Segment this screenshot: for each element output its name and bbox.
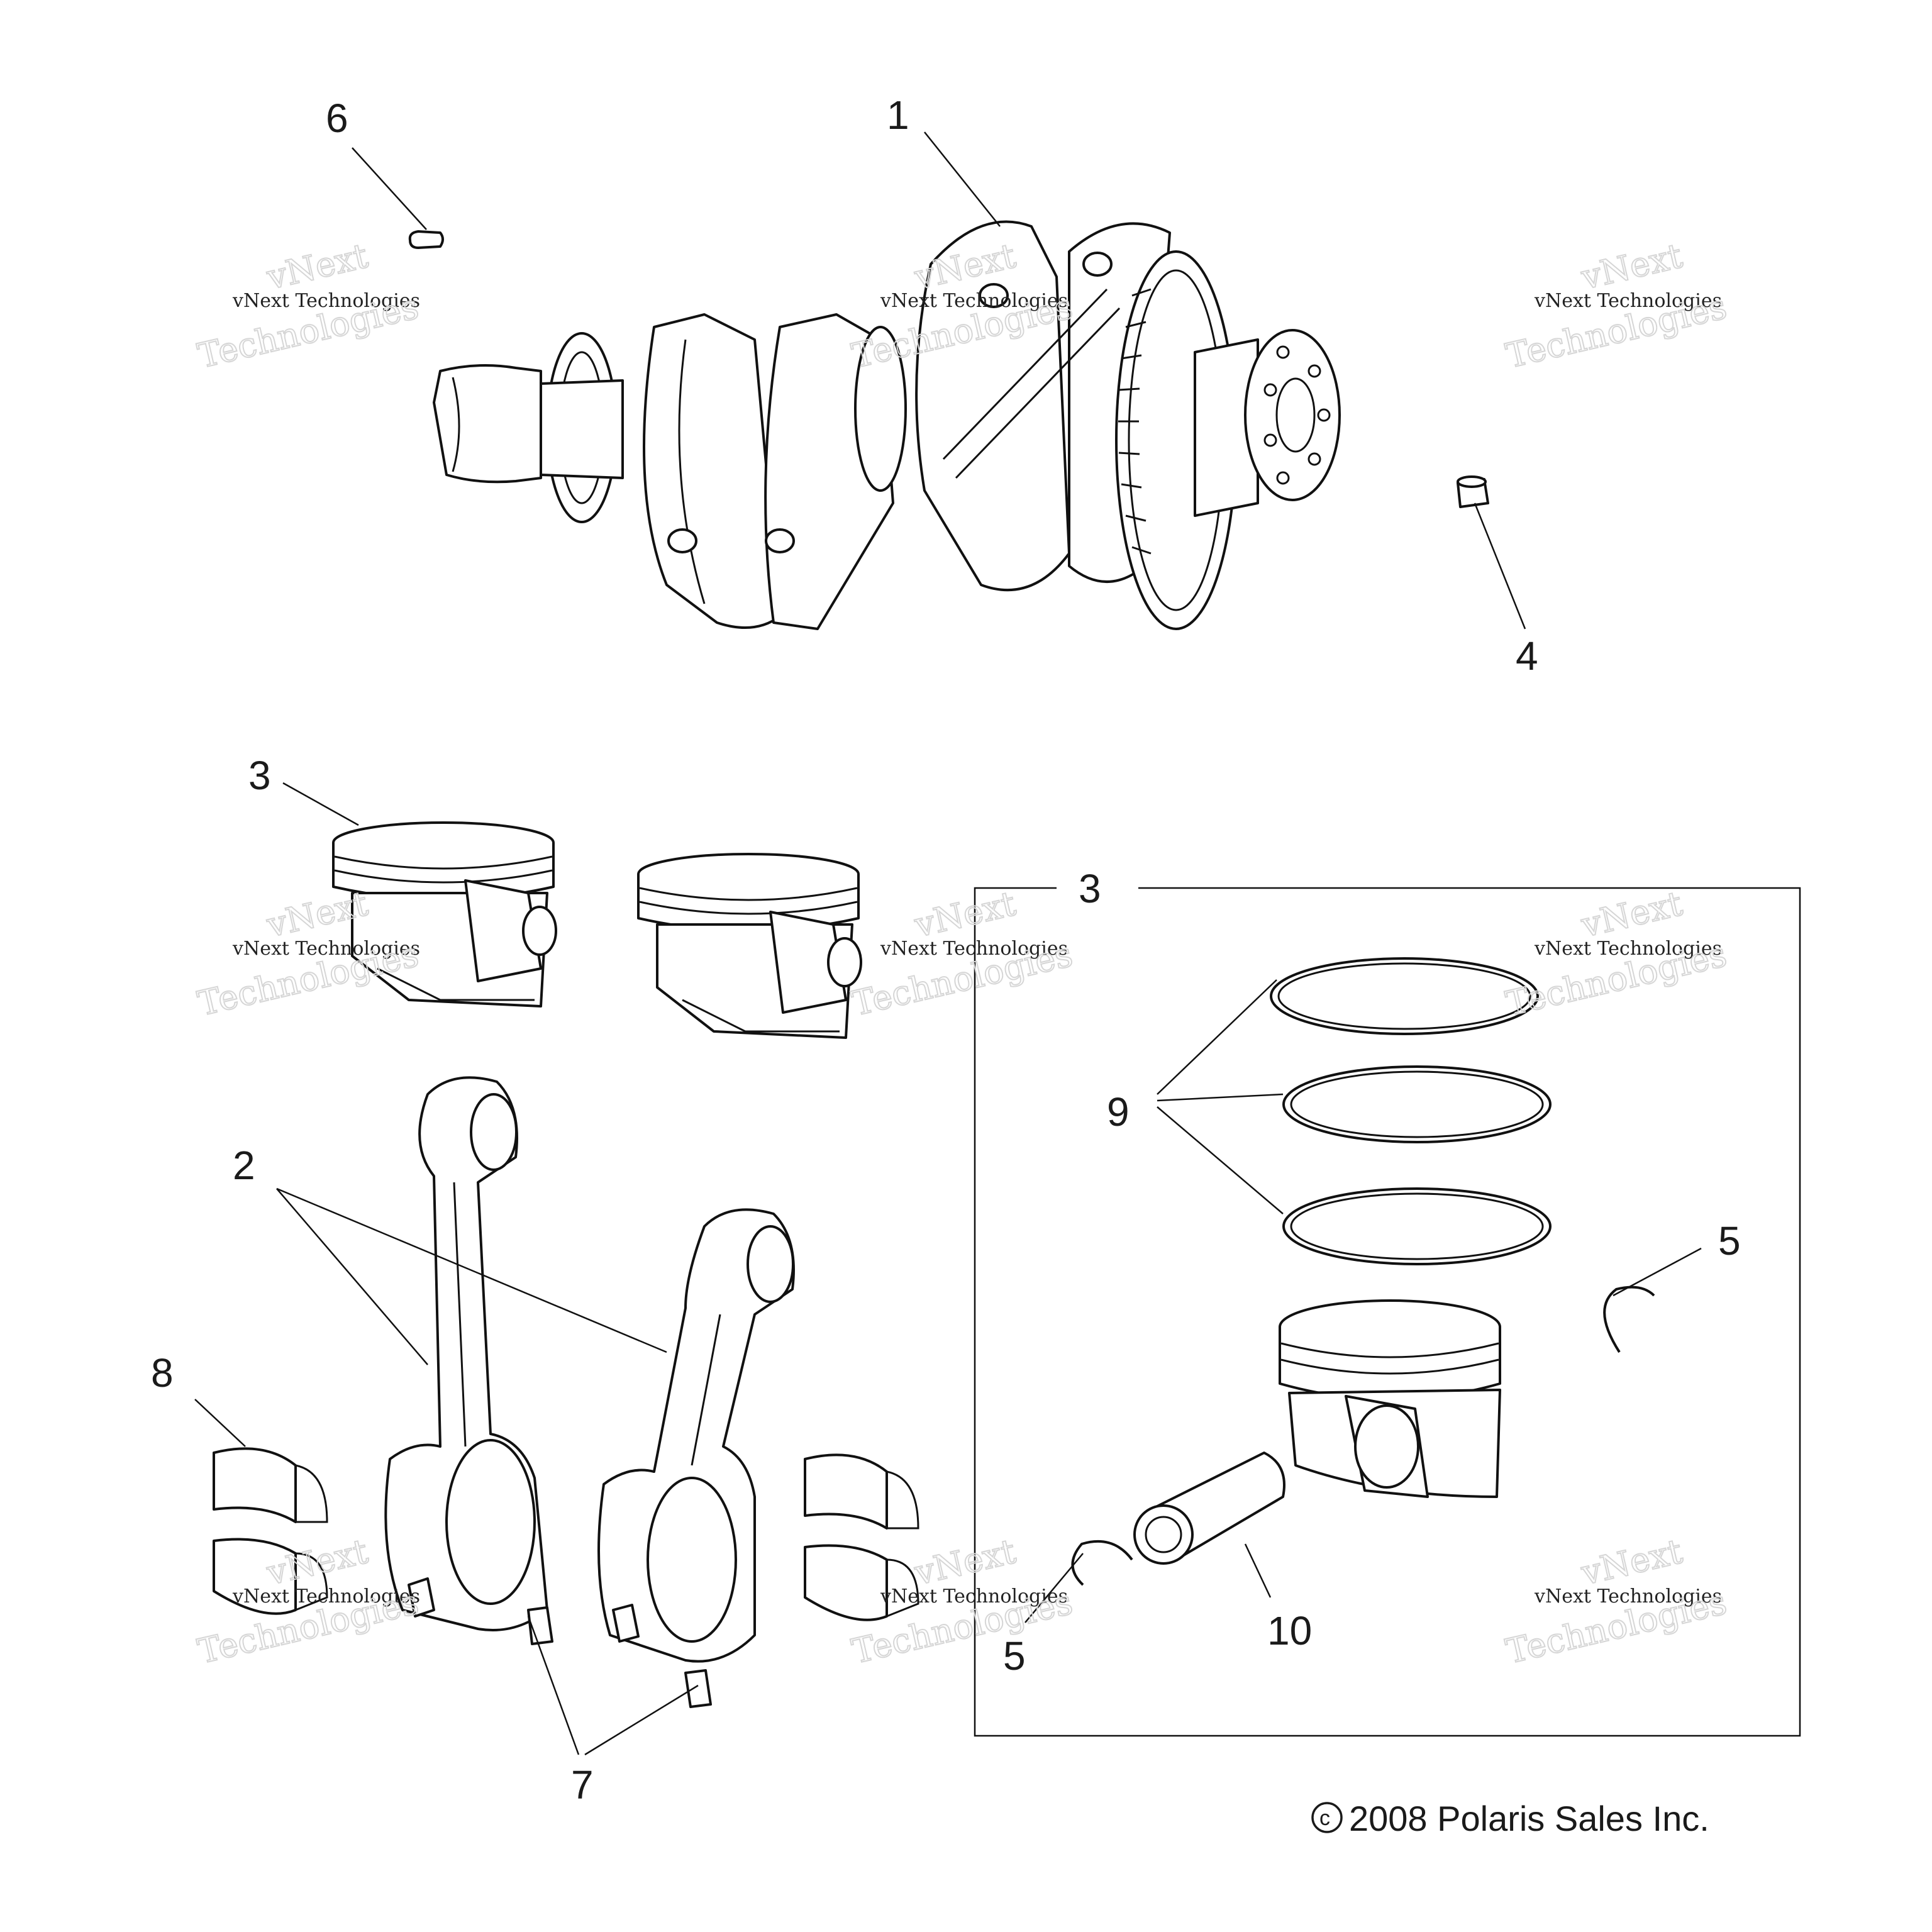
circlip-left [1071,1540,1133,1586]
callout-7: 7 [571,1762,594,1807]
connecting-rod-right [597,1208,795,1708]
callout-4: 4 [1516,633,1538,679]
svg-text:vNext Technologies: vNext Technologies [1534,290,1722,312]
leader-lines [194,131,1702,1756]
piston-left [332,821,557,1008]
callout-10: 10 [1267,1608,1312,1653]
crankshaft [433,220,1341,630]
svg-text:vNext: vNext [1577,884,1686,945]
svg-text:vNext Technologies: vNext Technologies [232,1585,420,1607]
svg-text:vNext Technologies: vNext Technologies [232,290,420,312]
copyright-icon-letter: c [1319,1806,1330,1830]
connecting-rod-left [384,1076,553,1645]
callout-3-left: 3 [248,753,271,798]
watermark-6: vNext vNext Technologies Technologies [1502,883,1731,1024]
copyright-icon [1311,1802,1343,1833]
svg-text:vNext Technologies: vNext Technologies [232,938,420,960]
bearing-left [213,1447,328,1615]
copyright-text: 2008 Polaris Sales Inc. [1349,1799,1709,1838]
watermark-3: vNext vNext Technologies Technologies [1502,235,1731,377]
callout-9: 9 [1107,1089,1130,1135]
callout-6: 6 [326,96,348,141]
svg-text:vNext: vNext [911,1531,1019,1593]
svg-text:vNext: vNext [263,1531,372,1593]
watermark-1: vNext vNext Technologies Technologies [194,235,423,377]
piston-middle [637,853,862,1039]
watermark-8: vNext vNext Technologies Technologies [848,1531,1077,1672]
svg-text:vNext: vNext [1577,236,1686,297]
watermark-9: vNext vNext Technologies Technologies [1502,1531,1731,1672]
piston-kit-box [974,887,1801,1737]
watermark-5: vNext vNext Technologies Technologies [848,883,1077,1024]
svg-text:vNext Technologies: vNext Technologies [1534,938,1722,960]
wrist-pin [1133,1452,1285,1565]
callout-1: 1 [887,92,909,138]
svg-text:vNext: vNext [263,236,372,297]
callout-2: 2 [233,1143,255,1188]
svg-text:vNext: vNext [911,884,1019,945]
callout-5-left: 5 [1003,1633,1026,1679]
circlip-right [1603,1285,1655,1353]
svg-text:vNext Technologies: vNext Technologies [1534,1585,1722,1607]
callout-3-box: 3 [1079,866,1101,911]
bearing-right [804,1453,919,1621]
svg-text:vNext Technologies: vNext Technologies [880,290,1068,312]
svg-text:vNext: vNext [1577,1531,1686,1593]
piston-rings [1270,957,1552,1265]
svg-text:vNext Technologies: vNext Technologies [880,1585,1068,1607]
copyright-notice: c 2008 Polaris Sales Inc. [1311,1799,1709,1838]
piston-kit-piston [1279,1299,1501,1498]
callout-5-right: 5 [1718,1218,1741,1263]
dowel-pin [1457,475,1489,508]
callout-8: 8 [151,1350,174,1396]
woodruff-key [408,230,444,249]
svg-text:vNext Technologies: vNext Technologies [880,938,1068,960]
